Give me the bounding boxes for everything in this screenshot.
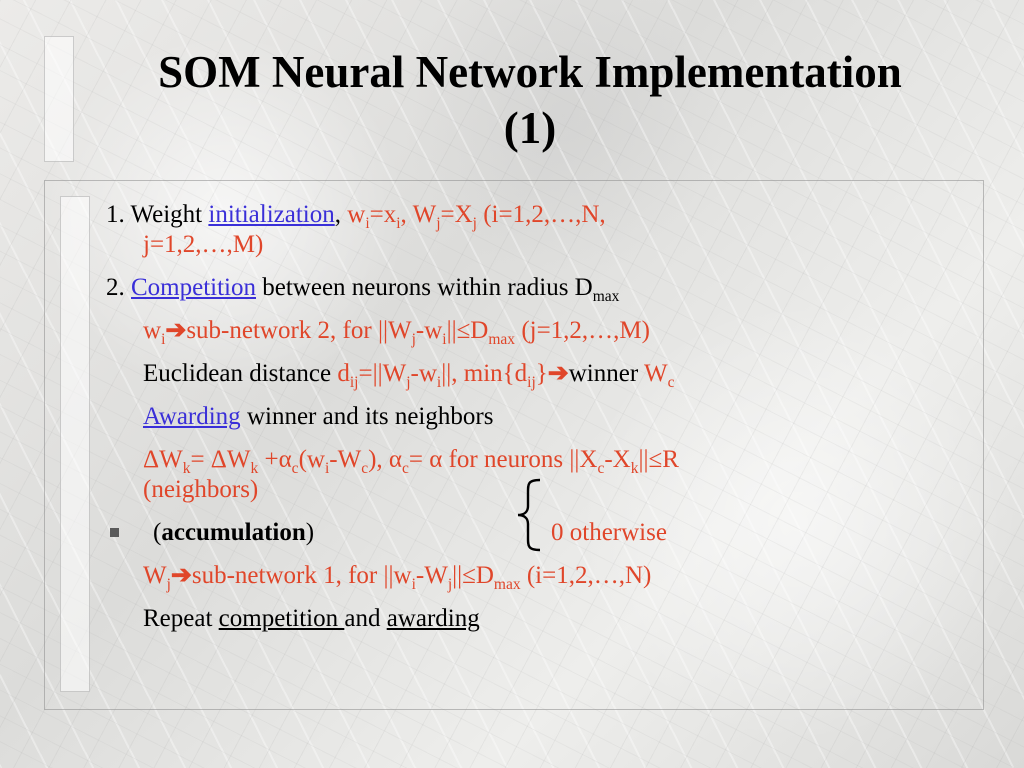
body-frame-bar — [60, 196, 90, 692]
init-formula: wi=xi, Wj=Xj (i=1,2,…,N, — [341, 201, 606, 232]
weight-update-continuation: (neighbors) — [143, 476, 259, 503]
competition-underlined: competition — [218, 605, 345, 632]
arrow-right-icon: ➔ — [170, 562, 192, 589]
init-formula-continuation: j=1,2,…,M) — [143, 231, 264, 258]
body-frame — [44, 180, 984, 710]
curly-brace-icon — [517, 478, 541, 552]
slide-title: SOM Neural Network Implementation (1) — [90, 44, 970, 156]
line-weight-initialization: 1. Weight initialization, wi=xi, Wj=Xj (… — [106, 201, 606, 232]
slide-title-line-2: (1) — [503, 103, 557, 153]
awarding-link[interactable]: Awarding — [143, 403, 241, 430]
awarding-underlined: awarding — [386, 605, 480, 632]
line-sub-network-2: wi➔sub-network 2, for ||Wj-wi||≤Dmax (j=… — [143, 317, 650, 348]
competition-link[interactable]: Competition — [131, 274, 256, 301]
slide-content: 1. Weight initialization, wi=xi, Wj=Xj (… — [106, 200, 966, 634]
slide-title-line-1: SOM Neural Network Implementation — [158, 47, 902, 97]
line-sub-network-1: Wj➔sub-network 1, for ||wi-Wj||≤Dmax (i=… — [143, 562, 652, 593]
line-competition: 2. Competition between neurons within ra… — [106, 274, 620, 305]
line-awarding: Awarding winner and its neighbors — [143, 403, 494, 430]
square-bullet-icon — [110, 528, 119, 537]
line-euclidean-distance: Euclidean distance dij=||Wj-wi||, min{di… — [143, 360, 675, 391]
line-repeat: Repeat competition and awarding — [143, 605, 480, 632]
line-weight-update: ΔWk= ΔWk +αc(wi-Wc), αc= α for neurons |… — [143, 446, 679, 477]
accumulation-label: accumulation — [161, 519, 306, 546]
otherwise-label: 0 otherwise — [551, 519, 667, 546]
initialization-link[interactable]: initialization — [208, 201, 335, 228]
arrow-right-icon: ➔ — [547, 360, 569, 387]
line-accumulation: (accumulation)0 otherwise — [106, 518, 966, 548]
arrow-right-icon: ➔ — [165, 317, 187, 344]
title-frame-bar — [44, 36, 74, 162]
